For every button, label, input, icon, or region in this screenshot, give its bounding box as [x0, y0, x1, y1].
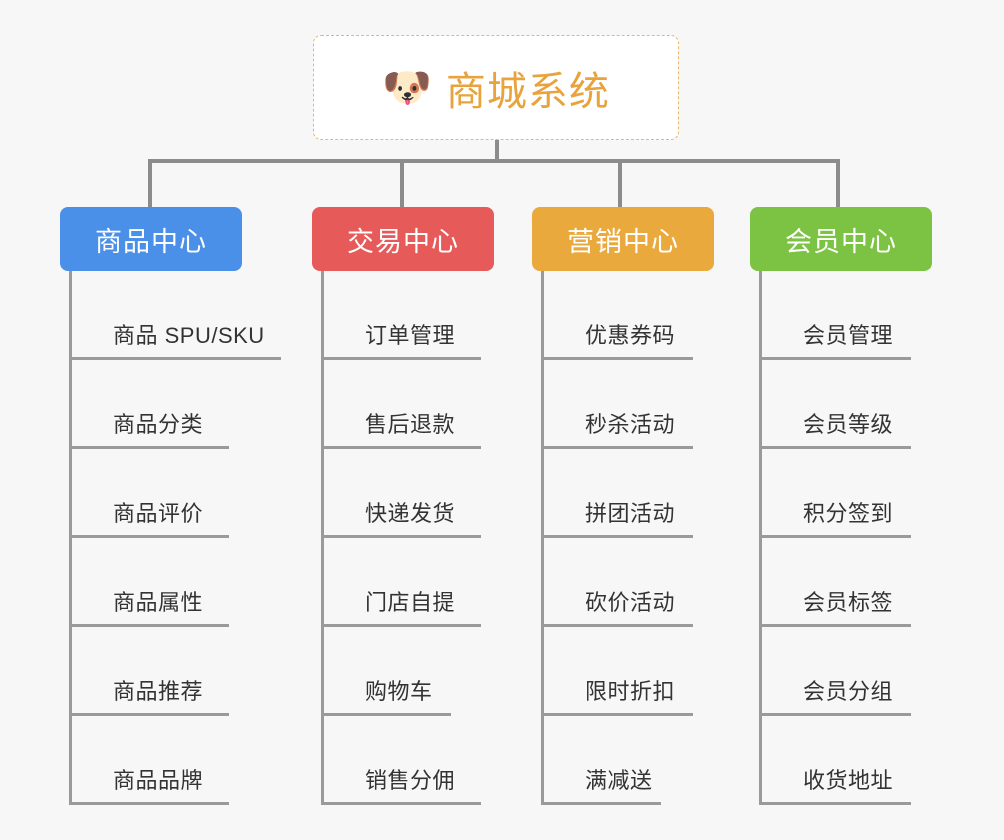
column-spine — [69, 271, 72, 805]
leaf-item[interactable]: 会员管理 — [759, 271, 931, 360]
leaf-item[interactable]: 限时折扣 — [541, 627, 713, 716]
leaf-item-label: 满减送 — [585, 768, 653, 793]
leaf-item-rule — [69, 624, 229, 627]
root-node-mall-system[interactable]: 🐶 商城系统 — [313, 35, 679, 140]
leaf-item-rule — [321, 624, 481, 627]
leaf-item-rule — [69, 535, 229, 538]
leaf-item-rule — [541, 357, 693, 360]
leaf-item-rule — [321, 802, 481, 805]
leaf-item-rule — [541, 624, 693, 627]
category-label: 商品中心 — [95, 226, 207, 257]
leaf-item[interactable]: 售后退款 — [321, 360, 501, 449]
leaf-item-label: 会员标签 — [803, 590, 894, 615]
leaf-item-label: 商品品牌 — [113, 768, 204, 793]
category-label: 交易中心 — [347, 226, 459, 257]
leaf-item-label: 收货地址 — [803, 768, 894, 793]
root-node-label: 商城系统 — [445, 69, 610, 114]
category-box-2[interactable]: 交易中心 — [312, 207, 494, 271]
leaf-item[interactable]: 会员标签 — [759, 538, 931, 627]
category-box-1[interactable]: 商品中心 — [60, 207, 242, 271]
dog-face-icon: 🐶 — [382, 64, 432, 111]
leaf-item-rule — [69, 802, 229, 805]
leaf-item-rule — [759, 535, 911, 538]
category-box-4[interactable]: 会员中心 — [750, 207, 932, 271]
leaf-item-rule — [541, 446, 693, 449]
leaf-item-rule — [759, 713, 911, 716]
leaf-item-rule — [69, 713, 229, 716]
leaf-item-label: 门店自提 — [365, 590, 456, 615]
drop-connector-4 — [836, 159, 840, 209]
leaf-item-label: 销售分佣 — [365, 768, 456, 793]
leaf-item[interactable]: 会员分组 — [759, 627, 931, 716]
leaf-item[interactable]: 砍价活动 — [541, 538, 713, 627]
column-spine — [321, 271, 324, 805]
leaf-item[interactable]: 门店自提 — [321, 538, 501, 627]
leaf-item[interactable]: 购物车 — [321, 627, 471, 716]
leaf-item[interactable]: 会员等级 — [759, 360, 931, 449]
leaf-item-rule — [321, 713, 451, 716]
leaf-item-label: 限时折扣 — [585, 679, 676, 704]
leaf-item-label: 砍价活动 — [585, 590, 676, 615]
leaf-item[interactable]: 快递发货 — [321, 449, 501, 538]
leaf-item-rule — [541, 802, 661, 805]
leaf-item-rule — [759, 624, 911, 627]
leaf-item-rule — [759, 446, 911, 449]
leaf-item[interactable]: 收货地址 — [759, 716, 931, 805]
category-label: 营销中心 — [567, 226, 679, 257]
leaf-item-label: 商品 SPU/SKU — [113, 323, 265, 348]
category-box-3[interactable]: 营销中心 — [532, 207, 714, 271]
leaf-item-label: 秒杀活动 — [585, 412, 676, 437]
horizontal-bus-connector — [148, 159, 840, 163]
leaf-item-rule — [321, 446, 481, 449]
leaf-item-label: 售后退款 — [365, 412, 456, 437]
category-label: 会员中心 — [785, 226, 897, 257]
leaf-item-label: 优惠券码 — [585, 323, 676, 348]
leaf-item-label: 会员分组 — [803, 679, 894, 704]
leaf-item[interactable]: 积分签到 — [759, 449, 931, 538]
leaf-item-rule — [69, 446, 229, 449]
leaf-item-label: 商品属性 — [113, 590, 204, 615]
leaf-item-label: 商品推荐 — [113, 679, 204, 704]
leaf-item[interactable]: 商品 SPU/SKU — [69, 271, 301, 360]
leaf-item[interactable]: 拼团活动 — [541, 449, 713, 538]
leaf-item[interactable]: 订单管理 — [321, 271, 501, 360]
leaf-item-label: 购物车 — [365, 679, 433, 704]
drop-connector-2 — [400, 159, 404, 209]
leaf-item[interactable]: 商品品牌 — [69, 716, 249, 805]
leaf-item-rule — [541, 535, 693, 538]
drop-connector-1 — [148, 159, 152, 209]
leaf-item-rule — [541, 713, 693, 716]
column-spine — [759, 271, 762, 805]
leaf-item-label: 商品分类 — [113, 412, 204, 437]
leaf-item-rule — [759, 357, 911, 360]
leaf-item-rule — [321, 535, 481, 538]
leaf-item[interactable]: 满减送 — [541, 716, 681, 805]
leaf-item-label: 订单管理 — [365, 323, 456, 348]
drop-connector-3 — [618, 159, 622, 209]
leaf-item-rule — [759, 802, 911, 805]
leaf-item-rule — [321, 357, 481, 360]
leaf-item-label: 商品评价 — [113, 501, 204, 526]
leaf-item[interactable]: 优惠券码 — [541, 271, 713, 360]
leaf-item[interactable]: 商品属性 — [69, 538, 249, 627]
leaf-item[interactable]: 秒杀活动 — [541, 360, 713, 449]
leaf-item[interactable]: 商品分类 — [69, 360, 249, 449]
leaf-item-label: 快递发货 — [365, 501, 456, 526]
leaf-item-label: 拼团活动 — [585, 501, 676, 526]
leaf-item-label: 会员等级 — [803, 412, 894, 437]
root-stem-connector — [495, 140, 499, 163]
column-spine — [541, 271, 544, 805]
leaf-item-label: 积分签到 — [803, 501, 894, 526]
leaf-item-label: 会员管理 — [803, 323, 894, 348]
leaf-item[interactable]: 商品推荐 — [69, 627, 249, 716]
leaf-item[interactable]: 商品评价 — [69, 449, 249, 538]
leaf-item-rule — [69, 357, 281, 360]
leaf-item[interactable]: 销售分佣 — [321, 716, 501, 805]
